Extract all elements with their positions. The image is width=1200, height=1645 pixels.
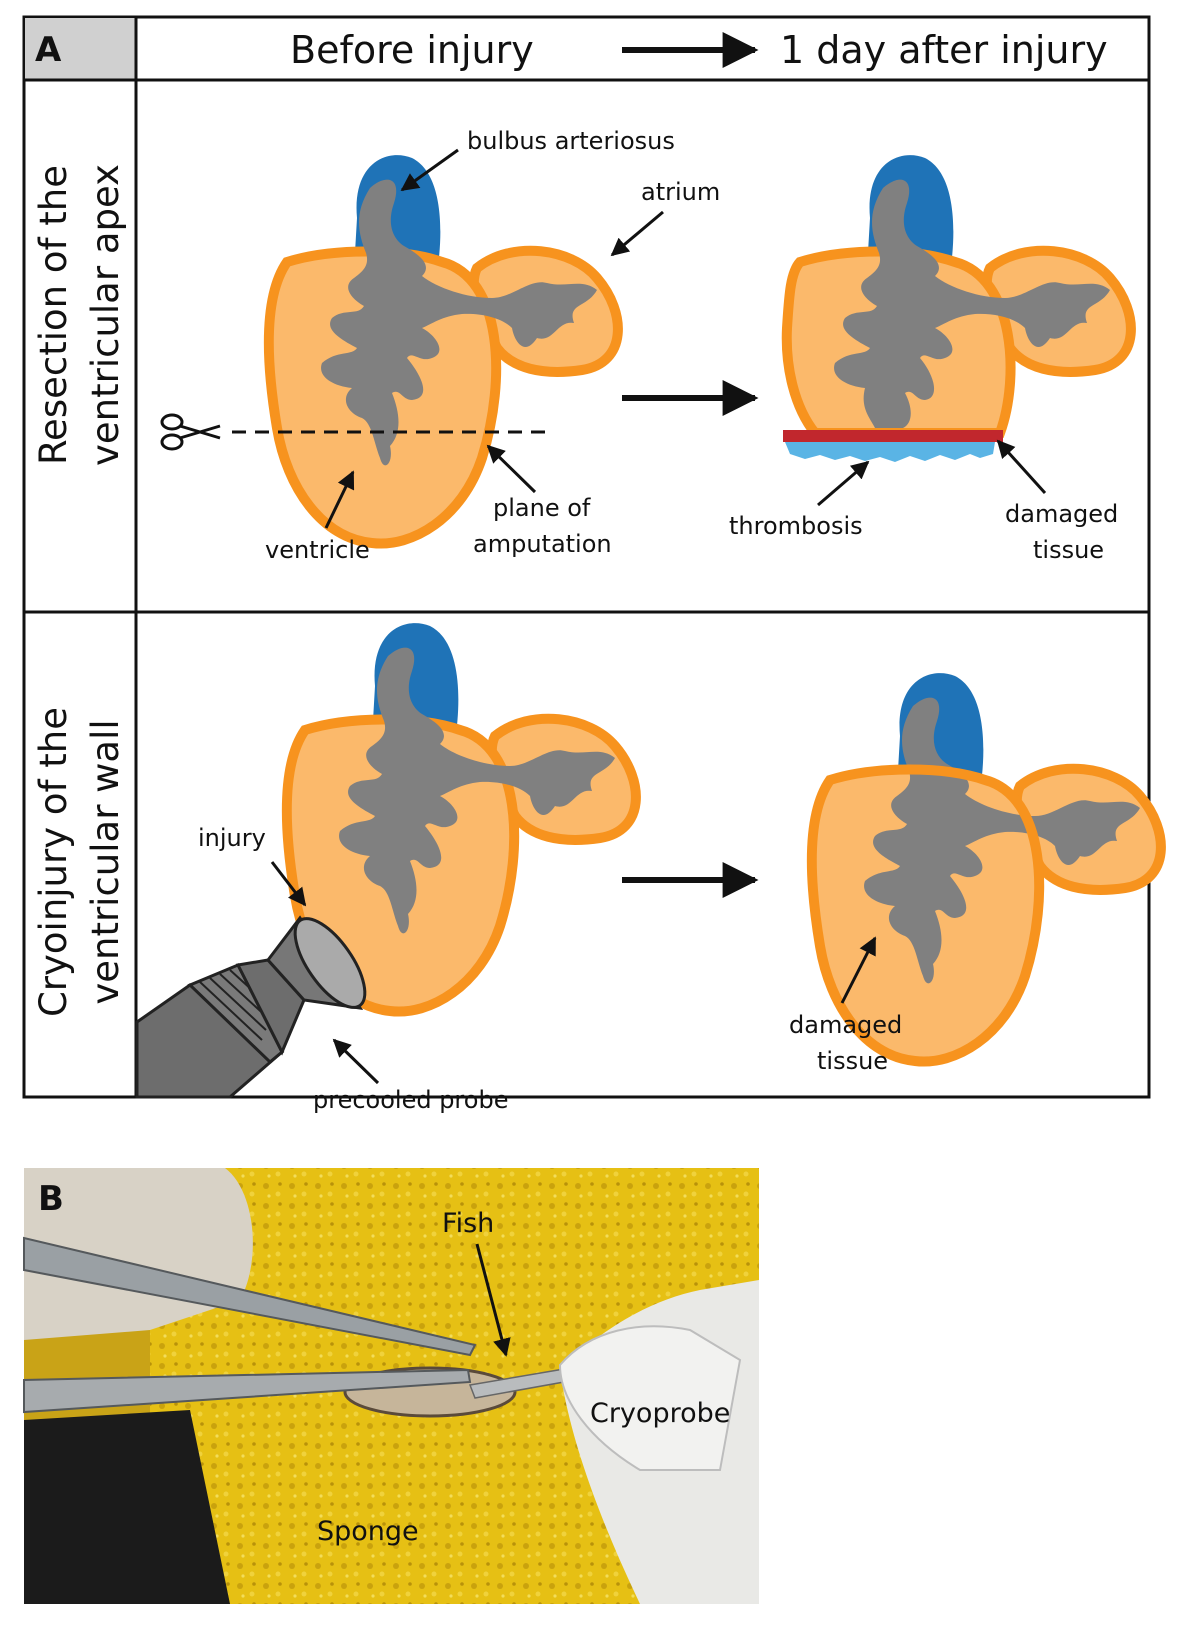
arrow-plane bbox=[486, 444, 537, 494]
label-atrium: atrium bbox=[641, 178, 720, 206]
arrow-atrium bbox=[610, 210, 664, 257]
header-after: 1 day after injury bbox=[780, 28, 1108, 72]
arrow-fish bbox=[475, 1243, 511, 1357]
heart-cryoinjury-after bbox=[780, 673, 1161, 1061]
cryoprobe-handle bbox=[558, 1325, 742, 1471]
panel-a: A Before injury 1 day after injury Resec… bbox=[22, 15, 1151, 1099]
probe-tip bbox=[293, 917, 367, 1009]
label-ventricle: ventricle bbox=[265, 536, 370, 564]
label-damaged-line1: damaged bbox=[1005, 500, 1118, 528]
label-sponge: Sponge bbox=[317, 1516, 419, 1547]
panel-a-letter: A bbox=[35, 30, 62, 70]
panel-a-border bbox=[22, 15, 1151, 1099]
row2-title-line1: Cryoinjury of the bbox=[32, 707, 75, 1017]
arrow-damaged-tissue bbox=[996, 439, 1047, 495]
label-damaged-line2-row2: tissue bbox=[817, 1047, 888, 1075]
row1-title-line1: Resection of the bbox=[32, 165, 75, 465]
label-cryoprobe: Cryoprobe bbox=[590, 1398, 730, 1429]
precooled-probe bbox=[135, 915, 367, 1099]
thrombosis bbox=[785, 442, 995, 462]
scissors-icon bbox=[160, 413, 221, 451]
lumen bbox=[834, 179, 1110, 428]
damaged-tissue-band bbox=[783, 430, 1003, 442]
label-damaged-line2: tissue bbox=[1033, 536, 1104, 564]
label-bulbus-arteriosus: bulbus arteriosus bbox=[467, 127, 675, 155]
heart-resection-before bbox=[269, 155, 618, 543]
forceps-upper bbox=[23, 1236, 477, 1357]
arrow-injury bbox=[270, 861, 307, 907]
panel-b-letter: B bbox=[38, 1179, 64, 1219]
heart-resection-after bbox=[781, 155, 1131, 462]
forceps-lower bbox=[23, 1368, 472, 1414]
label-damaged-line1-row2: damaged bbox=[789, 1011, 902, 1039]
label-thrombosis: thrombosis bbox=[729, 512, 863, 540]
panel-a-letter-box bbox=[25, 18, 136, 80]
row1-title-line2: ventricular apex bbox=[84, 164, 127, 466]
label-injury: injury bbox=[198, 824, 266, 852]
arrow-thrombosis bbox=[817, 460, 870, 507]
arrow-damaged-row2 bbox=[840, 936, 877, 1004]
arrow-probe bbox=[332, 1038, 380, 1085]
label-precooled-probe: precooled probe bbox=[313, 1086, 508, 1114]
sponge-shadow bbox=[24, 1410, 230, 1604]
probe-body bbox=[135, 983, 285, 1099]
panel-b-photo: B Fish Cryoprobe Sponge bbox=[23, 1168, 759, 1604]
row2-title-line2: ventricular wall bbox=[84, 719, 127, 1004]
arrow-bulbus bbox=[400, 148, 459, 192]
label-plane-line1: plane of bbox=[493, 494, 591, 522]
label-plane-line2: amputation bbox=[473, 530, 612, 558]
header-before: Before injury bbox=[290, 28, 534, 72]
arrow-ventricle bbox=[324, 470, 355, 529]
label-fish: Fish bbox=[442, 1208, 494, 1239]
